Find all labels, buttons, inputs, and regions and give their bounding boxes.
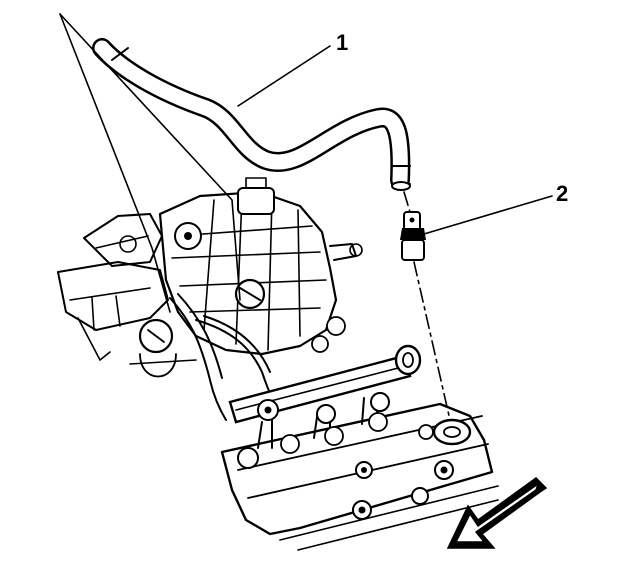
callout-1-leader xyxy=(237,45,331,107)
coil-component xyxy=(129,318,197,378)
callout-1-label: 1 xyxy=(336,30,348,55)
callout-2: 2 xyxy=(423,181,568,235)
callout-1: 1 xyxy=(237,30,348,107)
fuel-rail xyxy=(228,344,422,449)
pcv-valve xyxy=(400,211,426,261)
callout-2-leader xyxy=(423,195,553,235)
throttle-body-area xyxy=(83,213,163,267)
front-direction-arrow-icon xyxy=(446,477,548,549)
central-housing xyxy=(158,177,363,356)
alignment-lines xyxy=(59,13,451,421)
valve-cover xyxy=(220,402,499,551)
pcv-hose xyxy=(92,38,411,191)
left-mounting-bracket xyxy=(57,261,169,361)
engine-assembly xyxy=(57,177,499,551)
callout-2-label: 2 xyxy=(556,181,568,206)
